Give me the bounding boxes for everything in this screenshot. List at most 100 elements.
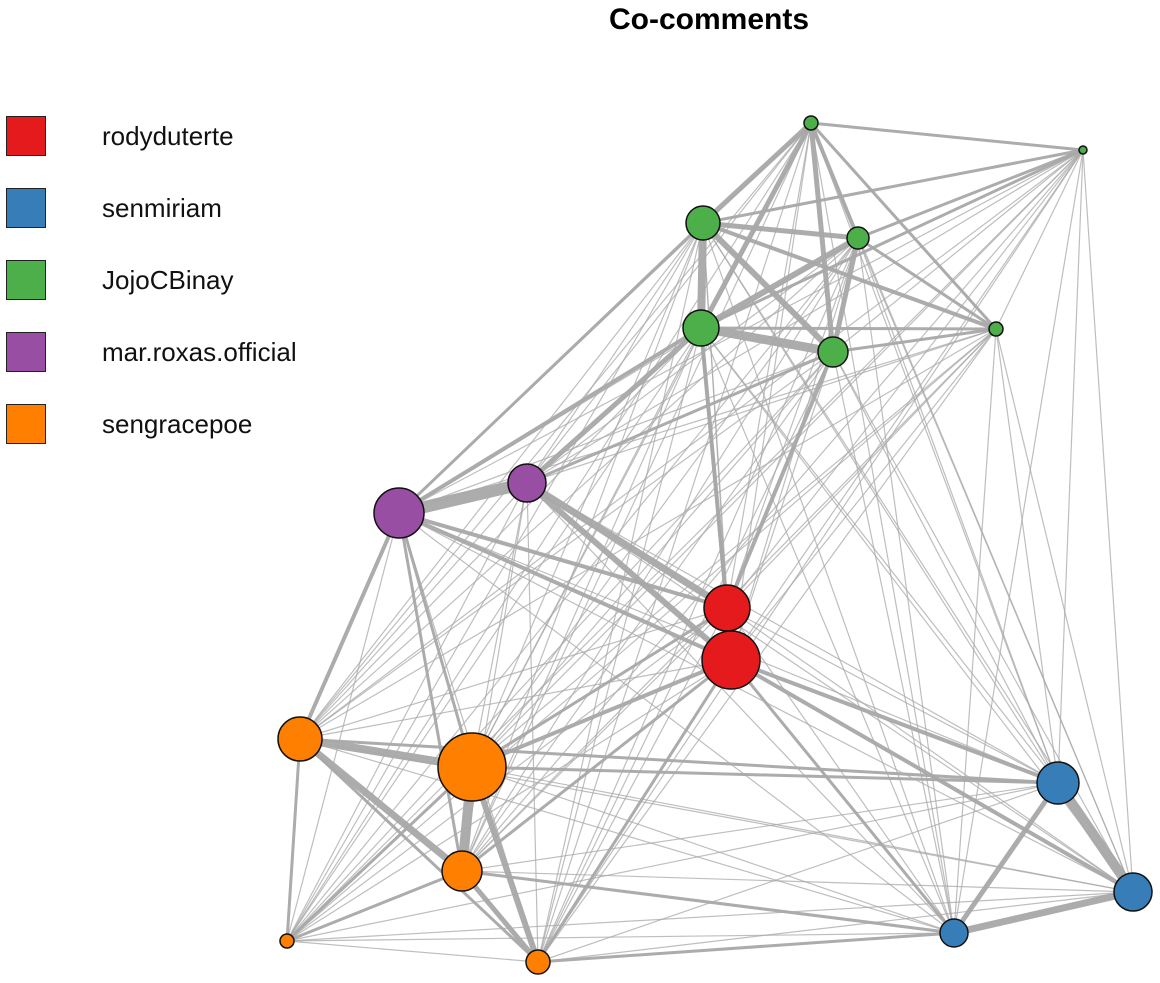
legend-item-mar-roxas-official: mar.roxas.official [6,316,297,388]
edge [285,738,302,942]
edge [397,221,705,515]
legend-swatch-senmiriam [6,188,46,228]
edge [995,328,1059,784]
edge [526,328,997,484]
edge [726,237,859,609]
node-jojocbinay [846,226,870,250]
edge [1057,149,1084,784]
node-sengracepoe [441,850,483,892]
node-jojocbinay [803,115,819,131]
edge [832,351,1134,893]
node-jojocbinay [817,336,849,368]
edge [299,607,728,740]
edge [286,222,704,942]
edge [471,606,728,769]
edge [471,766,955,934]
edge [461,658,732,873]
edge [398,328,997,514]
edges [285,121,1138,964]
edge [286,512,400,942]
edge [698,121,814,330]
edge [526,222,704,484]
edge [286,891,1134,942]
edge [702,222,955,934]
edge [810,121,1084,152]
edge [730,658,1059,785]
node-mar-roxas-official [507,463,547,503]
edge [397,512,464,872]
edge [857,237,955,934]
node-jojocbinay [682,309,720,347]
legend-item-rodyduterte: rodyduterte [6,100,297,172]
node-senmiriam [939,918,969,948]
edge [809,121,998,331]
legend-item-senmiriam: senmiriam [6,172,297,244]
node-sengracepoe [277,716,323,762]
edge [702,222,1059,784]
edge [700,327,955,934]
node-rodyduterte [703,584,751,632]
edge [953,149,1084,934]
edge [286,869,463,943]
edge [397,326,703,515]
node-sengracepoe [525,949,551,975]
edge [832,351,1059,784]
edge [730,328,997,661]
edge [471,327,702,768]
edge [461,149,1084,872]
edge [461,607,728,872]
edge [297,736,465,874]
edge [397,512,474,768]
edge [730,149,1084,661]
edge [526,350,834,485]
edge [537,891,1134,963]
edge [286,782,1059,942]
edge [726,607,1134,893]
edge [700,326,997,331]
edge [953,328,997,934]
edge [701,121,813,225]
edge [286,607,728,942]
edge [286,932,955,942]
edge [857,236,997,331]
node-rodyduterte [701,630,761,690]
edge [299,659,732,740]
edge [299,237,859,740]
edge [537,149,1084,963]
legend-swatch-sengracepoe [6,404,46,444]
node-jojocbinay [988,321,1004,337]
edge [1053,780,1138,895]
legend-item-jojocbinay: JojoCBinay [6,244,297,316]
edge [471,149,1084,768]
edge [537,931,955,964]
legend-label-mar-roxas-official: mar.roxas.official [102,336,297,367]
edge [286,351,834,942]
edge [299,482,528,740]
edge [832,149,1084,353]
edge [286,940,539,963]
edge [398,512,955,934]
edge [471,658,732,769]
edge [537,122,812,963]
legend-label-jojocbinay: JojoCBinay [102,264,234,295]
edge [537,782,1059,963]
legend-item-sengracepoe: sengracepoe [6,388,297,460]
edge [702,220,859,241]
edge [951,781,1061,935]
edge [299,328,997,740]
node-jojocbinay [1078,145,1088,155]
legend: rodyduterte senmiriam JojoCBinay mar.rox… [6,100,297,460]
legend-label-senmiriam: senmiriam [102,192,222,223]
edge [286,149,1084,942]
edge [285,765,474,943]
chart-title: Co-comments [608,3,810,36]
legend-swatch-mar-roxas-official [6,332,46,372]
edge [726,607,1059,784]
edge [525,326,703,485]
edge [461,869,955,935]
node-sengracepoe [279,933,295,949]
nodes [277,115,1153,975]
edge [299,738,955,934]
node-jojocbinay [685,205,721,241]
